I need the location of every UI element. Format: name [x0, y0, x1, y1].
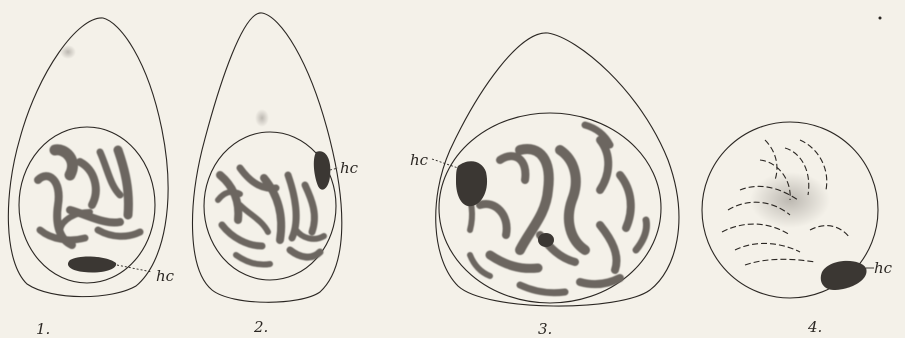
figure-3: hc 3.	[410, 33, 679, 338]
heterochromatin-body	[68, 256, 116, 272]
chromosomes	[465, 125, 647, 293]
figure-2: hc 2.	[193, 13, 359, 336]
heterochromatin-body	[314, 151, 331, 189]
hc-label: hc	[340, 159, 359, 177]
hc-label: hc	[410, 151, 429, 169]
figure-number: 4.	[807, 318, 822, 336]
figure-number: 3.	[538, 320, 552, 338]
cell-outline	[8, 18, 168, 297]
figure-number: 1.	[36, 320, 50, 338]
label-leader	[117, 265, 152, 272]
figure-1: hc 1.	[8, 18, 174, 338]
chromosomes	[218, 168, 324, 265]
figure-number: 2.	[253, 318, 268, 336]
chromosomes	[38, 150, 140, 245]
heterochromatin-body	[821, 261, 867, 290]
heterochromatin-body	[456, 161, 487, 206]
hc-label: hc	[156, 267, 175, 285]
hc-label: hc	[874, 259, 893, 277]
figure-4: hc 4.	[702, 122, 893, 336]
